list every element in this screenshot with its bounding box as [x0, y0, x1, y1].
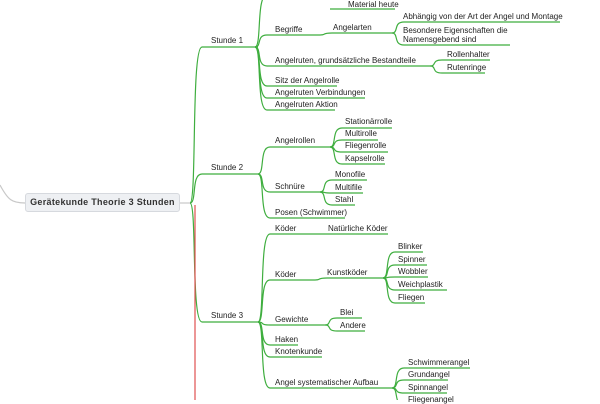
root-node[interactable]: Gerätekunde Theorie 3 Stunden [25, 193, 180, 212]
node-stationaerrolle[interactable]: Stationärrolle [345, 117, 393, 126]
node-verbindungen[interactable]: Angelruten Verbindungen [275, 88, 366, 97]
node-multifile[interactable]: Multifile [335, 183, 363, 192]
node-sitz[interactable]: Sitz der Angelrolle [275, 76, 340, 85]
node-begriffe[interactable]: Begriffe [275, 25, 303, 34]
node-kunstkoeder[interactable]: Kunstköder [327, 268, 368, 277]
branch-link [382, 276, 428, 279]
node-stunde-1[interactable]: Stunde 1 [211, 36, 244, 45]
node-andere[interactable]: Andere [340, 321, 366, 330]
branch-link [257, 279, 315, 323]
node-weichplastik[interactable]: Weichplastik [398, 280, 443, 289]
branch-link [189, 202, 258, 323]
node-knotenkunde[interactable]: Knotenkunde [275, 347, 323, 356]
branch-link [254, 34, 320, 48]
branch-link [324, 324, 365, 332]
node-angelruten[interactable]: Angelruten, grundsätzliche Bestandteile [275, 56, 416, 65]
node-posen[interactable]: Posen (Schwimmer) [275, 208, 348, 217]
node-koeder-2[interactable]: Köder [275, 270, 297, 279]
branch-link [314, 277, 383, 281]
node-kapselrolle[interactable]: Kapselrolle [345, 154, 385, 163]
node-stunde-3[interactable]: Stunde 3 [211, 311, 244, 320]
branch-link [257, 321, 392, 389]
branch-link [189, 46, 258, 204]
node-spinnangel[interactable]: Spinnangel [408, 383, 449, 392]
branch-link [391, 32, 510, 46]
node-rollenhalter[interactable]: Rollenhalter [447, 50, 490, 59]
node-fliegenrolle[interactable]: Fliegenrolle [345, 141, 387, 150]
node-besondere-1[interactable]: Besondere Eigenschaften die [403, 26, 508, 35]
node-blei[interactable]: Blei [340, 308, 354, 317]
node-koeder-1[interactable]: Köder [275, 224, 297, 233]
branch-link [429, 65, 485, 74]
branch-link [382, 277, 425, 304]
root-link [0, 184, 26, 204]
node-haken[interactable]: Haken [275, 335, 299, 344]
node-multirolle[interactable]: Multirolle [345, 129, 378, 138]
branch-link [257, 173, 345, 219]
node-abhaengig[interactable]: Abhängig von der Art der Angel und Monta… [403, 12, 563, 21]
node-aufbau[interactable]: Angel systematischer Aufbau [275, 378, 379, 387]
branch-link [254, 46, 335, 111]
node-schwimmerangel[interactable]: Schwimmerangel [408, 358, 470, 367]
node-blinker[interactable]: Blinker [398, 242, 423, 251]
node-wobbler[interactable]: Wobbler [398, 267, 428, 276]
branch-link [189, 173, 258, 204]
node-schnuere[interactable]: Schnüre [275, 182, 305, 191]
branch-link [257, 146, 330, 175]
node-stunde-2[interactable]: Stunde 2 [211, 163, 244, 172]
node-aktion[interactable]: Angelruten Aktion [275, 100, 338, 109]
node-monofile[interactable]: Monofile [335, 170, 366, 179]
node-gewichte[interactable]: Gewichte [275, 315, 309, 324]
node-angelarten[interactable]: Angelarten [333, 23, 372, 32]
node-natuerliche-koeder[interactable]: Natürliche Köder [328, 224, 388, 233]
branch-link [329, 146, 385, 165]
branch-link [319, 32, 392, 36]
node-spinner[interactable]: Spinner [398, 255, 426, 264]
node-rutenringe[interactable]: Rutenringe [447, 63, 487, 72]
branch-link [319, 191, 355, 206]
branch-link [391, 387, 399, 400]
node-grundangel[interactable]: Grundangel [408, 370, 450, 379]
branch-link [254, 0, 264, 48]
branch-link [319, 191, 363, 194]
node-besondere-2[interactable]: Namensgebend sind [403, 35, 477, 44]
node-material-heute[interactable]: Material heute [348, 0, 399, 9]
branch-link [391, 21, 560, 34]
node-stahl[interactable]: Stahl [335, 195, 354, 204]
node-fliegen[interactable]: Fliegen [398, 293, 425, 302]
node-angelrollen[interactable]: Angelrollen [275, 136, 316, 145]
